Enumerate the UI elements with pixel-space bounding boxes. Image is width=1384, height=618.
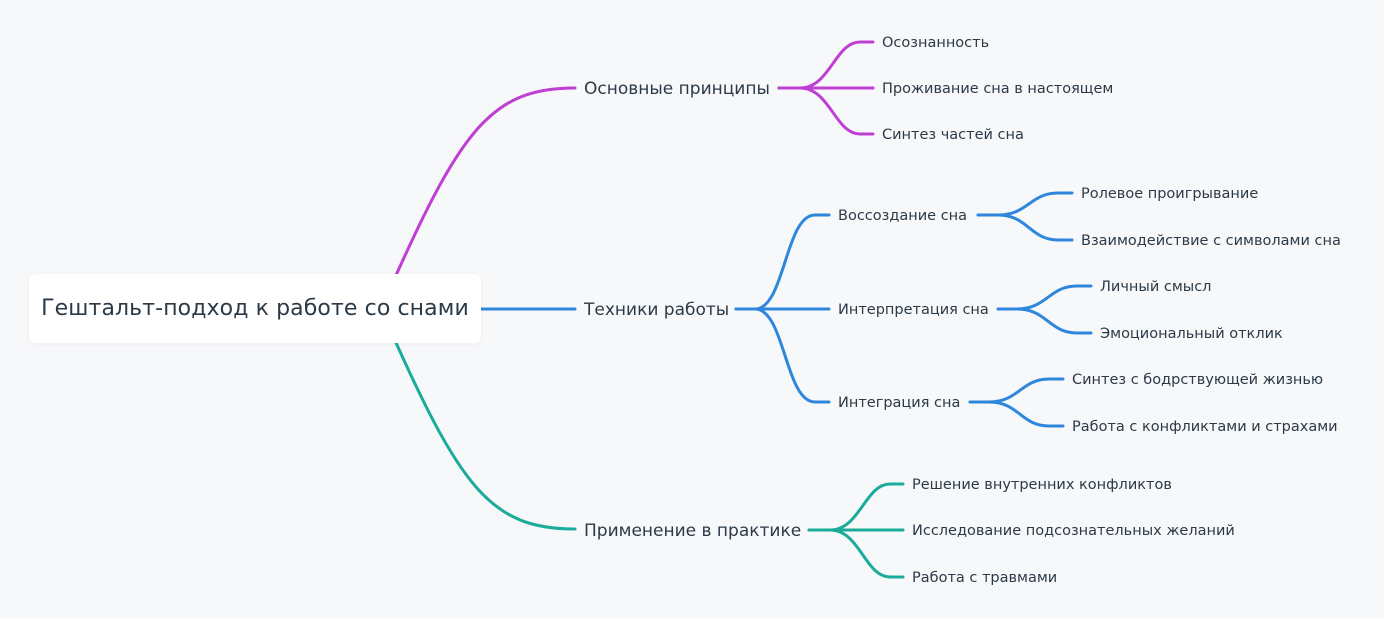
node-inner-conflicts[interactable]: Решение внутренних конфликтов	[912, 477, 1172, 493]
node-symbol-interaction[interactable]: Взаимодействие с символами сна	[1081, 233, 1341, 249]
node-dream-interpretation[interactable]: Интерпретация сна	[838, 302, 989, 318]
root-node[interactable]: Гештальт-подход к работе со снами	[29, 274, 481, 343]
node-dream-recreation[interactable]: Воссоздание сна	[838, 208, 967, 224]
node-personal-meaning[interactable]: Личный смысл	[1100, 279, 1211, 295]
node-living-dream-present[interactable]: Проживание сна в настоящем	[882, 81, 1113, 97]
root-node-label: Гештальт-подход к работе со снами	[41, 296, 469, 321]
connectors-techniques-children	[734, 191, 1093, 428]
connector-principles	[383, 86, 577, 302]
node-techniques[interactable]: Техники работы	[583, 300, 729, 320]
connector-practice	[383, 316, 577, 531]
node-trauma-work[interactable]: Работа с травмами	[912, 570, 1057, 586]
connectors-principles-children	[777, 40, 875, 136]
node-waking-life-synthesis[interactable]: Синтез с бодрствующей жизнью	[1072, 372, 1323, 388]
node-conflicts-fears[interactable]: Работа с конфликтами и страхами	[1072, 419, 1338, 435]
connectors-practice-children	[807, 482, 905, 579]
node-role-play[interactable]: Ролевое проигрывание	[1081, 186, 1258, 202]
node-dream-integration[interactable]: Интеграция сна	[838, 395, 960, 411]
node-synthesis-dream-parts[interactable]: Синтез частей сна	[882, 127, 1024, 143]
node-awareness[interactable]: Осознанность	[882, 35, 989, 51]
node-subconscious-desires[interactable]: Исследование подсознательных желаний	[912, 523, 1235, 539]
node-emotional-response[interactable]: Эмоциональный отклик	[1100, 326, 1283, 342]
node-principles[interactable]: Основные принципы	[584, 79, 770, 99]
node-practice[interactable]: Применение в практике	[584, 521, 801, 541]
